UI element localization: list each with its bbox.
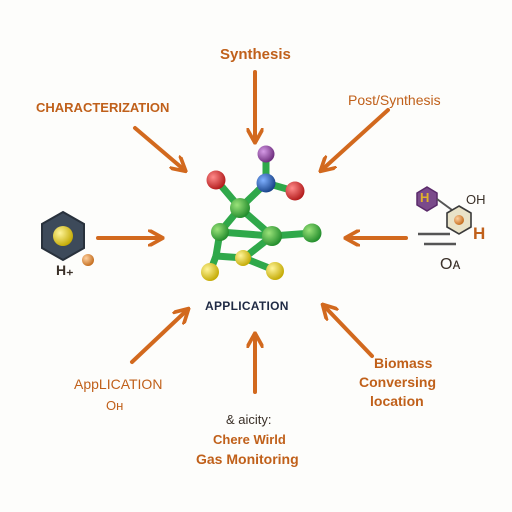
- label-bottom-right-2: Conversing: [359, 374, 437, 390]
- label-bottom-left-1: AppLICATION: [74, 376, 163, 392]
- atom-blue: [256, 173, 276, 193]
- label-top-left: CHARACTERIZATION: [36, 100, 170, 115]
- arrow-bottom-left: [130, 312, 185, 364]
- label-bottom-1: & aicity:: [226, 412, 272, 427]
- right-molecule: [416, 186, 472, 246]
- atom-yellow: [266, 262, 284, 280]
- label-bottom-right-3: location: [370, 393, 424, 409]
- label-top-right: Post/Synthesis: [348, 92, 441, 108]
- atom-green: [262, 226, 282, 246]
- label-bottom-right-1: Biomass: [374, 355, 433, 371]
- atom-red: [206, 170, 226, 190]
- label-bottom-2: Chere Wirld: [213, 432, 286, 447]
- central-molecule: [201, 145, 322, 281]
- arrow-bottom-right: [326, 308, 374, 358]
- label-bottom-3: Gas Monitoring: [196, 451, 299, 467]
- label-center: APPLICATION: [205, 299, 289, 313]
- right-molecule-h: H: [473, 224, 486, 243]
- label-bottom-left-2: Oʜ: [106, 398, 124, 413]
- atom-green: [230, 198, 250, 218]
- arrow-top-right: [324, 108, 390, 168]
- atom-yellow: [201, 263, 219, 281]
- right-molecule-oh: OH: [466, 192, 486, 207]
- arrow-top-left: [133, 126, 182, 168]
- atom-green: [302, 223, 322, 243]
- atom-yellow: [235, 250, 251, 266]
- atom-red: [285, 181, 305, 201]
- label-right-molecule: Oᴀ: [440, 256, 461, 273]
- label-left-molecule: H₊: [56, 262, 74, 278]
- atom-green: [211, 223, 229, 241]
- left-molecule: [41, 210, 94, 266]
- atom-purple: [257, 145, 275, 163]
- label-top: Synthesis: [220, 46, 291, 63]
- right-molecule-h-top: H: [420, 190, 430, 205]
